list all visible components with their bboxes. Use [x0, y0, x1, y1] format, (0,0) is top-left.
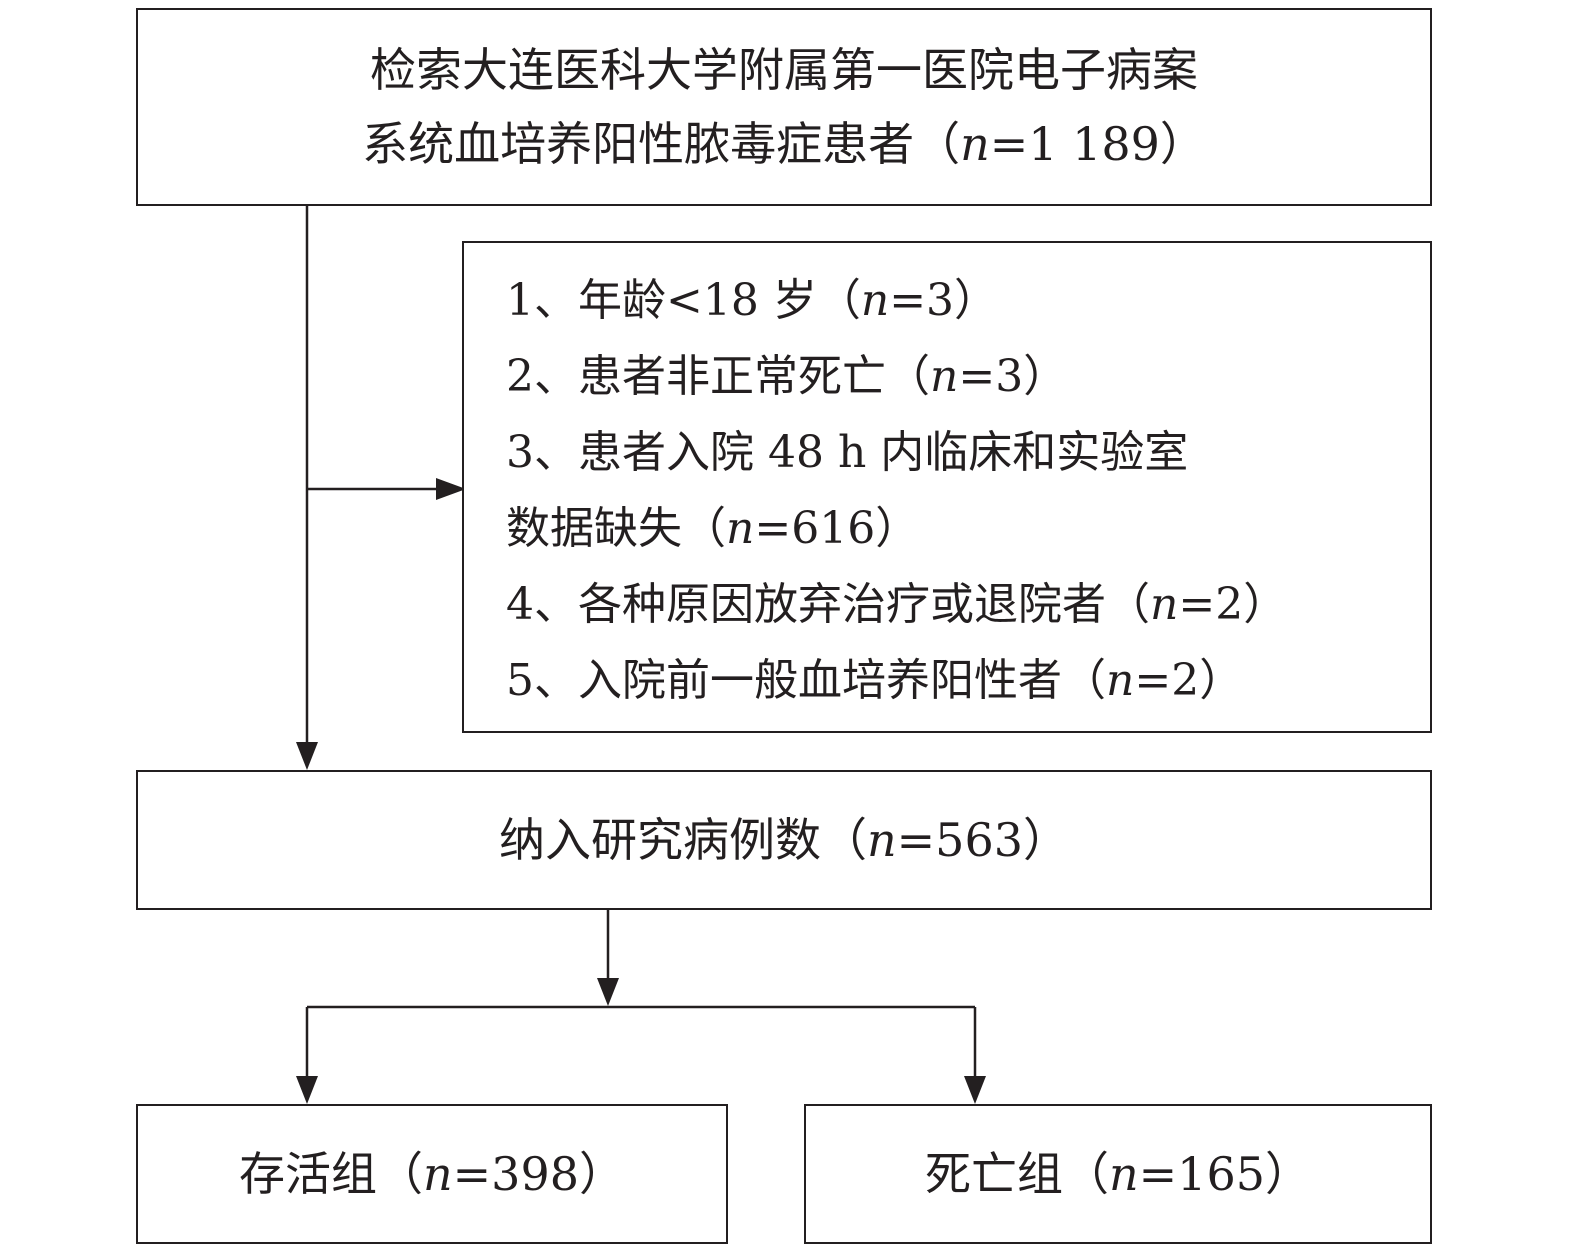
- exclusion-item-1: 1、年龄<18 岁（n=3）: [506, 275, 999, 326]
- exclusion-item-4: 4、各种原因放弃治疗或退院者（n=2）: [506, 579, 1288, 630]
- death-group-box: 死亡组（n=165）: [804, 1104, 1432, 1244]
- death-branch-arrowhead: [964, 1076, 986, 1104]
- included-cases-label: 纳入研究病例数（n=563）: [499, 813, 1069, 867]
- survival-group-box: 存活组（n=398）: [136, 1104, 728, 1244]
- exclusion-branch-arrowhead: [436, 478, 466, 500]
- death-group-label: 死亡组（n=165）: [925, 1147, 1311, 1201]
- exclusion-item-5: 5、入院前一般血培养阳性者（n=2）: [506, 655, 1244, 706]
- included-cases-box: 纳入研究病例数（n=563）: [136, 770, 1432, 910]
- included-down-arrowhead: [597, 978, 619, 1006]
- exclusion-criteria-box: 1、年龄<18 岁（n=3） 2、患者非正常死亡（n=3） 3、患者入院 48 …: [462, 241, 1432, 733]
- survival-branch-arrowhead: [296, 1076, 318, 1104]
- exclusion-item-2: 2、患者非正常死亡（n=3）: [506, 351, 1068, 402]
- search-criteria-box: 检索大连医科大学附属第一医院电子病案 系统血培养阳性脓毒症患者（n=1 189）: [136, 8, 1432, 206]
- exclusion-item-3: 3、患者入院 48 h 内临床和实验室: [506, 427, 1189, 478]
- search-criteria-line-2: 系统血培养阳性脓毒症患者（n=1 189）: [362, 117, 1206, 171]
- search-criteria-line-1: 检索大连医科大学附属第一医院电子病案: [370, 43, 1198, 97]
- survival-group-label: 存活组（n=398）: [239, 1147, 625, 1201]
- exclusion-item-3-continued: 数据缺失（n=616）: [506, 503, 920, 554]
- main-flow-arrowhead: [296, 742, 318, 770]
